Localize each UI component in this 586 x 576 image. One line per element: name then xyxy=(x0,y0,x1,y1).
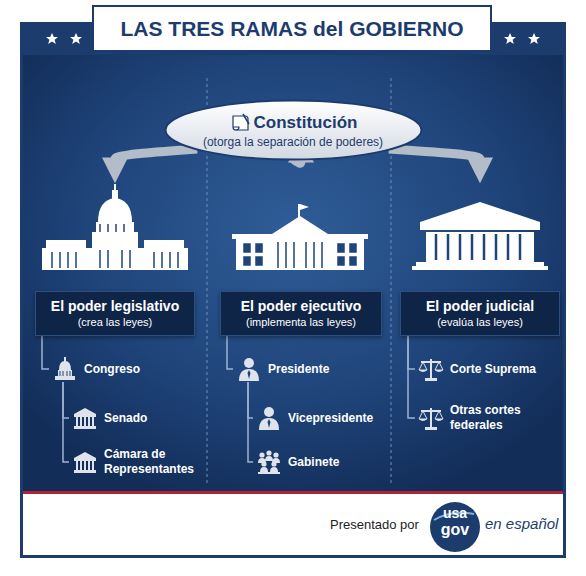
member-label: Gabinete xyxy=(288,455,339,470)
tree-line xyxy=(248,382,253,462)
constitution-ellipse: Constitución (otorga la separación de pod… xyxy=(164,99,423,161)
member-label: Presidente xyxy=(268,362,329,377)
tree-line xyxy=(408,336,415,418)
dome-icon xyxy=(52,356,78,382)
building-icon xyxy=(72,449,98,475)
group-icon xyxy=(256,449,282,475)
member-item: Gabinete xyxy=(256,449,339,475)
branch-box: El poder judicial(evalúa las leyes) xyxy=(400,185,560,336)
branch-subtitle: (implementa las leyes) xyxy=(227,315,375,329)
logo-text: gov xyxy=(441,521,469,539)
person-icon xyxy=(236,356,262,382)
branch-subtitle: (evalúa las leyes) xyxy=(407,315,553,329)
branch-heading-panel: El poder ejecutivo(implementa las leyes) xyxy=(220,291,382,336)
member-item: Corte Suprema xyxy=(418,356,536,382)
member-label: Senado xyxy=(104,411,147,426)
credit-text: Presentado por xyxy=(330,518,419,532)
branch-title: El poder legislativo xyxy=(42,297,188,315)
member-item: Vicepresidente xyxy=(256,405,373,431)
capitol-building xyxy=(42,184,188,270)
branch-heading-panel: El poder judicial(evalúa las leyes) xyxy=(400,291,560,336)
member-label: Congreso xyxy=(84,362,140,377)
title-text: LAS TRES RAMAS del GOBIERNO xyxy=(120,17,463,41)
branch-heading-panel: El poder legislativo(crea las leyes) xyxy=(35,291,195,336)
member-item: Otras cortes federales xyxy=(418,403,546,433)
scroll-icon xyxy=(229,112,251,134)
member-item: Congreso xyxy=(52,356,140,382)
member-label: Vicepresidente xyxy=(288,411,373,426)
white-house-building xyxy=(232,204,368,270)
footer-red-line xyxy=(23,491,563,494)
scales-icon xyxy=(418,356,444,382)
member-item: Presidente xyxy=(236,356,329,382)
member-label: Otras cortes federales xyxy=(450,403,546,433)
building-icon xyxy=(72,405,98,431)
tree-line xyxy=(63,382,69,462)
member-item: Cámara de Representantes xyxy=(72,447,208,477)
branch-box: El poder legislativo(crea las leyes) xyxy=(35,185,195,336)
logo-text: usa xyxy=(443,506,467,521)
supreme-court-building xyxy=(412,202,548,270)
person-icon xyxy=(256,405,282,431)
tree-line xyxy=(63,382,69,418)
branch-arrow xyxy=(389,149,480,160)
tree-line xyxy=(227,336,233,369)
logo-tagline: en español xyxy=(485,516,558,533)
node-heading: Constitución xyxy=(254,113,358,133)
member-label: Cámara de Representantes xyxy=(104,447,208,477)
footer-strip xyxy=(23,491,563,555)
branch-title: El poder judicial xyxy=(407,297,553,315)
main-panel xyxy=(23,55,563,491)
scales-icon xyxy=(418,405,444,431)
branch-box: El poder ejecutivo(implementa las leyes) xyxy=(220,185,382,336)
member-item: Senado xyxy=(72,405,147,431)
node-subtext: (otorga la separación de poderes) xyxy=(203,135,383,149)
title-banner: LAS TRES RAMAS del GOBIERNO xyxy=(92,5,492,52)
branch-title: El poder ejecutivo xyxy=(227,297,375,315)
logo-disc xyxy=(430,502,480,552)
branch-arrow xyxy=(115,149,197,160)
tree-line xyxy=(42,336,49,369)
outer-frame xyxy=(20,22,566,558)
branch-subtitle: (crea las leyes) xyxy=(42,315,188,329)
member-label: Corte Suprema xyxy=(450,362,536,377)
tree-line xyxy=(408,336,415,369)
